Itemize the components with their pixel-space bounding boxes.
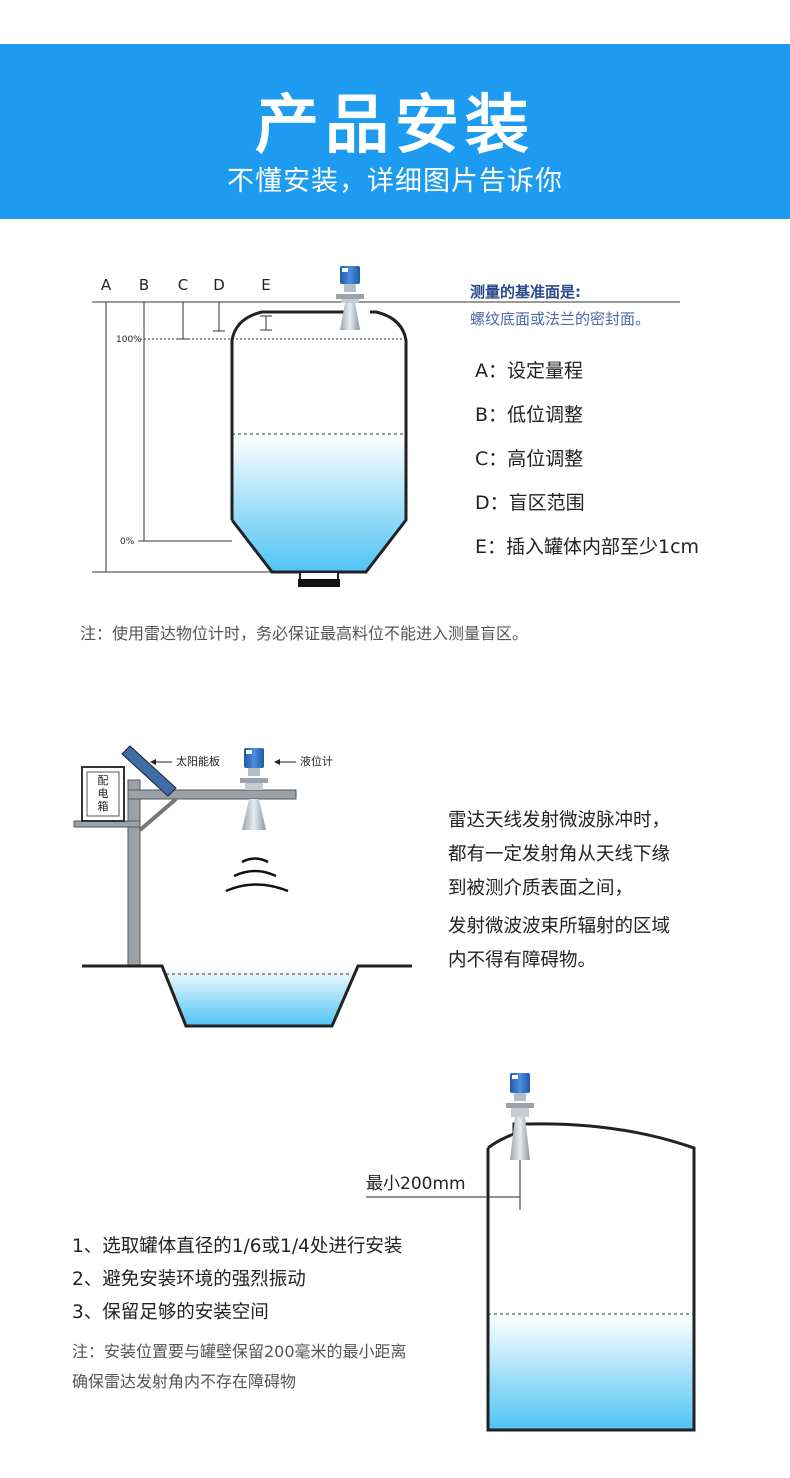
radar-level-meter — [336, 266, 364, 330]
box-char-3: 箱 — [98, 799, 109, 813]
legend-item-d: D：盲区范围 — [475, 492, 585, 514]
reference-title: 测量的基准面是: — [470, 283, 581, 301]
mounting-arm — [127, 789, 297, 800]
header-banner: 产品安装 不懂安装，详细图片告诉你 — [0, 44, 790, 219]
channel-liquid — [162, 966, 358, 1026]
radar-level-meter-2 — [240, 748, 268, 830]
level-100-label: 100% — [116, 335, 142, 345]
dim-letter-e: E — [261, 276, 270, 294]
install-tip-2: 2、避免安装环境的强烈振动 — [72, 1269, 306, 1290]
radar-waves — [225, 857, 289, 893]
dim-letter-b: B — [139, 276, 149, 294]
solar-label: 太阳能板 — [176, 754, 220, 768]
legend-item-e: E：插入罐体内部至少1cm — [475, 536, 700, 558]
install-tip-3: 3、保留足够的安装空间 — [72, 1302, 269, 1323]
solar-panel — [121, 745, 177, 797]
dim-letter-a: A — [101, 276, 112, 294]
legend-item-c: C：高位调整 — [475, 448, 584, 470]
channel-outline — [82, 964, 412, 1028]
install-note-2: 确保雷达发射角内不存在障碍物 — [72, 1372, 297, 1391]
dim-letter-d: D — [213, 276, 225, 294]
tank-outlet — [298, 579, 340, 587]
tank-liquid — [232, 434, 406, 572]
tank-liquid-2 — [488, 1314, 694, 1430]
desc-line-5: 内不得有障碍物。 — [448, 950, 597, 971]
min-distance-label: 最小200mm — [366, 1174, 466, 1194]
box-char-1: 配 — [98, 774, 109, 787]
dim-letter-c: C — [178, 276, 188, 294]
note-blind-zone: 注：使用雷达物位计时，务必保证最高料位不能进入测量盲区。 — [80, 624, 529, 643]
install-tip-1: 1、选取罐体直径的1/6或1/4处进行安装 — [72, 1236, 403, 1257]
legend-item-b: B：低位调整 — [475, 404, 584, 426]
meter-label: 液位计 — [300, 754, 333, 768]
legend-item-a: A：设定量程 — [475, 360, 583, 382]
reference-desc: 螺纹底面或法兰的密封面。 — [470, 310, 651, 328]
tank-outline — [230, 310, 408, 574]
box-char-2: 电 — [98, 787, 109, 800]
desc-line-4: 发射微波波束所辐射的区域 — [448, 916, 671, 937]
desc-line-2: 都有一定发射角从天线下缘 — [448, 844, 671, 865]
desc-line-1: 雷达天线发射微波脉冲时， — [448, 810, 671, 831]
desc-line-3: 到被测介质表面之间， — [448, 878, 634, 899]
install-note-1: 注：安装位置要与罐壁保留200毫米的最小距离 — [72, 1342, 407, 1361]
radar-level-meter-3 — [506, 1073, 534, 1160]
level-0-label: 0% — [120, 537, 135, 547]
tank-outline-2 — [486, 1122, 696, 1432]
page-subtitle: 不懂安装，详细图片告诉你 — [227, 166, 563, 197]
page-title: 产品安装 — [255, 89, 535, 163]
